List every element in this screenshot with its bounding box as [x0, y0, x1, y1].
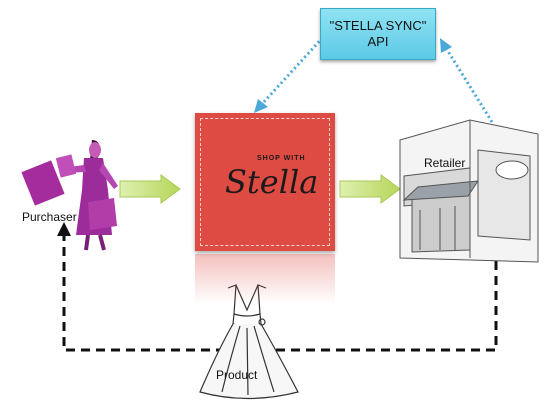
return-dashed-arrow — [57, 222, 498, 352]
logo-reflection — [195, 254, 335, 304]
retailer-storefront-illustration — [399, 119, 539, 263]
logo-to-retailer-arrow — [339, 174, 401, 204]
logo-script-text: Stella — [225, 163, 319, 201]
purchaser-illustration — [21, 140, 118, 251]
product-label: Product — [216, 368, 258, 382]
api-box: "STELLA SYNC" API — [320, 8, 436, 60]
api-to-logo-arrow — [254, 32, 328, 113]
retailer-to-api-arrow — [440, 38, 494, 123]
logo-small-text: SHOP WITH — [257, 155, 306, 162]
api-subtitle: API — [367, 34, 389, 49]
dress-illustration — [199, 284, 299, 400]
purchaser-label: Purchaser — [22, 210, 77, 224]
logo-stitch-border — [200, 118, 330, 246]
purchaser-to-logo-arrow — [119, 174, 181, 204]
api-title: "STELLA SYNC" — [329, 18, 427, 33]
shop-with-stella-logo: SHOP WITH Stella — [195, 113, 335, 251]
retailer-label: Retailer — [424, 156, 466, 170]
